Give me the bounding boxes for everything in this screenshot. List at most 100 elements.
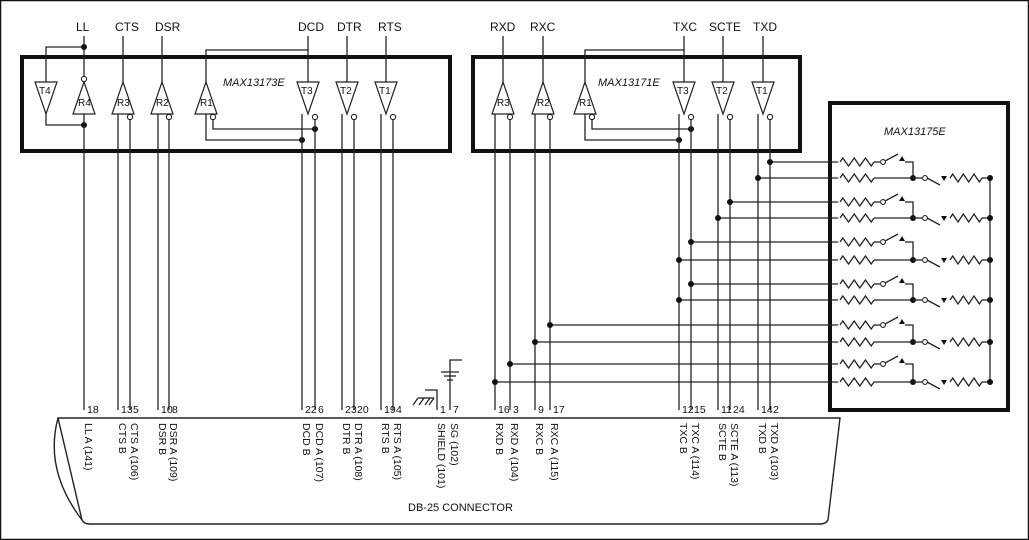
pin-number: 2 [773,404,779,416]
pin-number: 13 [121,404,133,416]
switch-contact [880,159,886,165]
switch-arrow [941,258,947,263]
pin-signal-label: TXC A (114) [689,423,701,479]
switch-arm [884,275,899,284]
pin-number: 14 [761,404,773,416]
pin-number: 3 [513,404,519,416]
pin-number: 15 [694,404,706,416]
pin-number: 17 [553,404,565,416]
switch-arm [926,341,941,350]
pin-signal-label: DTR A (108) [352,423,364,481]
switch-contact [922,175,928,181]
pin-number: 7 [453,404,459,416]
chip1-gate-r3: R3 [111,80,135,121]
termination-resistor [839,254,875,266]
chip2-gate-r2: R2 [531,80,555,121]
switch-arm [884,153,899,162]
pin-number: 6 [318,404,324,416]
termination-feed-wires [495,161,838,383]
switch-arrow [941,176,947,181]
termination-resistor [949,212,983,224]
termination-resistor [949,294,983,306]
pin-signal-label: DSR A (109) [167,423,179,481]
switch-contact [922,257,928,263]
pin-signal-label: SCTE B [716,423,728,461]
chip2-gate-t1: T1 [751,81,775,121]
switch-arm [926,381,941,390]
chip1-top-signals: LL CTS DSR DCD DTR RTS [76,20,402,34]
pin-number: 19 [384,404,396,416]
pin-number: 23 [345,404,357,416]
signal-txd: TXD [753,20,777,34]
svg-text:T3: T3 [301,86,313,97]
switch-arm [884,193,899,202]
junction-dot [987,297,993,303]
signal-scte: SCTE [709,20,741,34]
pin-signal-label: TXD A (103) [768,423,780,480]
switch-arm [884,355,899,364]
pin-signal-label: LL A (141) [82,423,94,470]
termination-resistor [839,336,875,348]
signal-txc: TXC [673,20,697,34]
switch-contact [880,322,886,328]
chip2-top-signals: RXD RXC TXC SCTE TXD [490,20,777,34]
pin-number: 24 [733,404,745,416]
max13175e-chip: MAX13175E [828,101,1010,412]
feed-junctions [492,159,773,385]
switch-arrow [899,319,905,324]
chip2-gate-r3: R3 [491,80,515,121]
max13171e-chip: MAX13171E [471,55,802,153]
pin-signal-label: RTS B [379,423,391,454]
pin-signal-label: SG (102) [448,423,460,466]
chip3-label: MAX13175E [884,126,946,138]
switch-arrow [941,340,947,345]
pin-number: 4 [396,404,402,416]
svg-text:T1: T1 [379,86,391,97]
pin-signal-label: CTS A (106) [128,423,140,480]
svg-text:R2: R2 [156,98,169,109]
switch-contact [880,199,886,205]
pin-number: 9 [538,404,544,416]
switch-arrow [941,298,947,303]
switch-arm [926,217,941,226]
pin-number: 5 [133,404,139,416]
pin-number: 1 [440,404,446,416]
pin-signal-label: RXD A (104) [508,423,520,481]
pin-signal-label: SCTE A (113) [728,423,740,486]
termination-resistor [839,236,875,248]
svg-text:R1: R1 [579,98,592,109]
svg-text:R4: R4 [78,98,91,109]
switch-arm [926,259,941,268]
chip2-gate-t3: T3 [672,81,696,121]
termination-resistor [839,212,875,224]
svg-text:T2: T2 [716,86,728,97]
chip1-gate-t3: T3 [296,81,320,121]
chip1-gate-t1: T1 [374,81,398,121]
termination-resistor [839,196,875,208]
pin-number: 18 [87,404,99,416]
max13173e-chip: MAX13173E [20,55,452,153]
signal-dtr: DTR [337,20,362,34]
switch-arrow [899,278,905,283]
ground-symbols [412,359,462,410]
signal-dsr: DSR [155,20,181,34]
chip1-pin-wires [83,114,394,410]
chip2-top-wires [502,36,764,82]
pin-number: 20 [357,404,369,416]
switch-arrow [899,236,905,241]
switch-arrow [899,358,905,363]
termination-resistor [839,376,875,388]
svg-text:R3: R3 [117,98,130,109]
junction-dot [987,257,993,263]
signal-rxc: RXC [530,20,556,34]
chip1-gate-t2: T2 [335,81,359,121]
switch-arm [926,177,941,186]
switch-contact [922,215,928,221]
switch-arrow [941,380,947,385]
signal-ll: LL [76,20,90,34]
chip2-internal-wires [584,114,694,143]
